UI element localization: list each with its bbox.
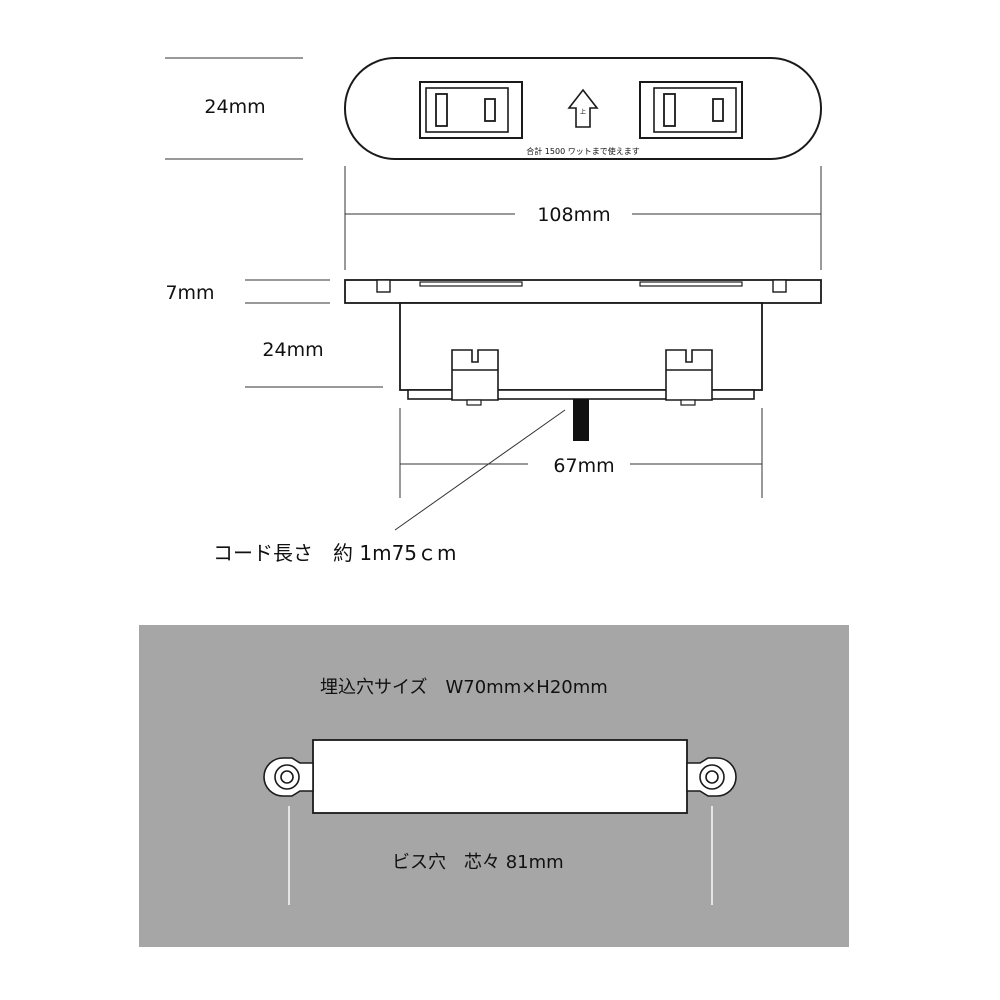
cutout-panel: 埋込穴サイズ W70mm×H20mm ビス穴 芯々 81mm bbox=[139, 625, 849, 947]
hole-size-label: 埋込穴サイズ W70mm×H20mm bbox=[320, 677, 608, 698]
flange-notch-right bbox=[772, 279, 787, 293]
left-socket bbox=[419, 81, 523, 139]
body-height-label: 24mm bbox=[262, 339, 323, 361]
up-arrow-icon: 上 bbox=[567, 88, 599, 128]
cutout-hole bbox=[312, 739, 688, 814]
side-flange bbox=[344, 279, 822, 304]
body-width-label: 67mm bbox=[553, 455, 614, 477]
cord bbox=[573, 399, 589, 441]
left-socket-slot-1 bbox=[435, 93, 448, 127]
right-socket bbox=[639, 81, 743, 139]
screw-tab-right bbox=[686, 757, 737, 797]
flange-label: 7mm bbox=[165, 282, 214, 304]
clip-left bbox=[451, 349, 499, 406]
cord-leader-line bbox=[394, 409, 566, 531]
top-view: 24mm 上 合計 1500 ワットまで使えます 108mm bbox=[165, 57, 822, 270]
screw-hole-left-inner bbox=[280, 770, 294, 784]
top-width-label: 108mm bbox=[537, 204, 610, 226]
side-view: 7mm 24mm 67mm コード長さ bbox=[165, 279, 822, 565]
flange-notch-left bbox=[376, 279, 391, 293]
socket-top-right bbox=[639, 281, 743, 287]
screw-spacing-label: ビス穴 芯々 81mm bbox=[392, 852, 564, 873]
clip-right bbox=[665, 349, 713, 406]
arrow-label: 上 bbox=[580, 108, 586, 116]
cord-length-label: コード長さ 約 1m75ｃm bbox=[213, 541, 457, 565]
top-height-label: 24mm bbox=[204, 96, 265, 118]
screw-tab-left bbox=[263, 757, 314, 797]
socket-top-left bbox=[419, 281, 523, 287]
rating-text: 合計 1500 ワットまで使えます bbox=[526, 146, 639, 156]
right-socket-slot-1 bbox=[663, 93, 676, 127]
left-socket-slot-2 bbox=[484, 98, 496, 122]
right-socket-slot-2 bbox=[712, 98, 724, 122]
screw-hole-right-inner bbox=[705, 770, 719, 784]
